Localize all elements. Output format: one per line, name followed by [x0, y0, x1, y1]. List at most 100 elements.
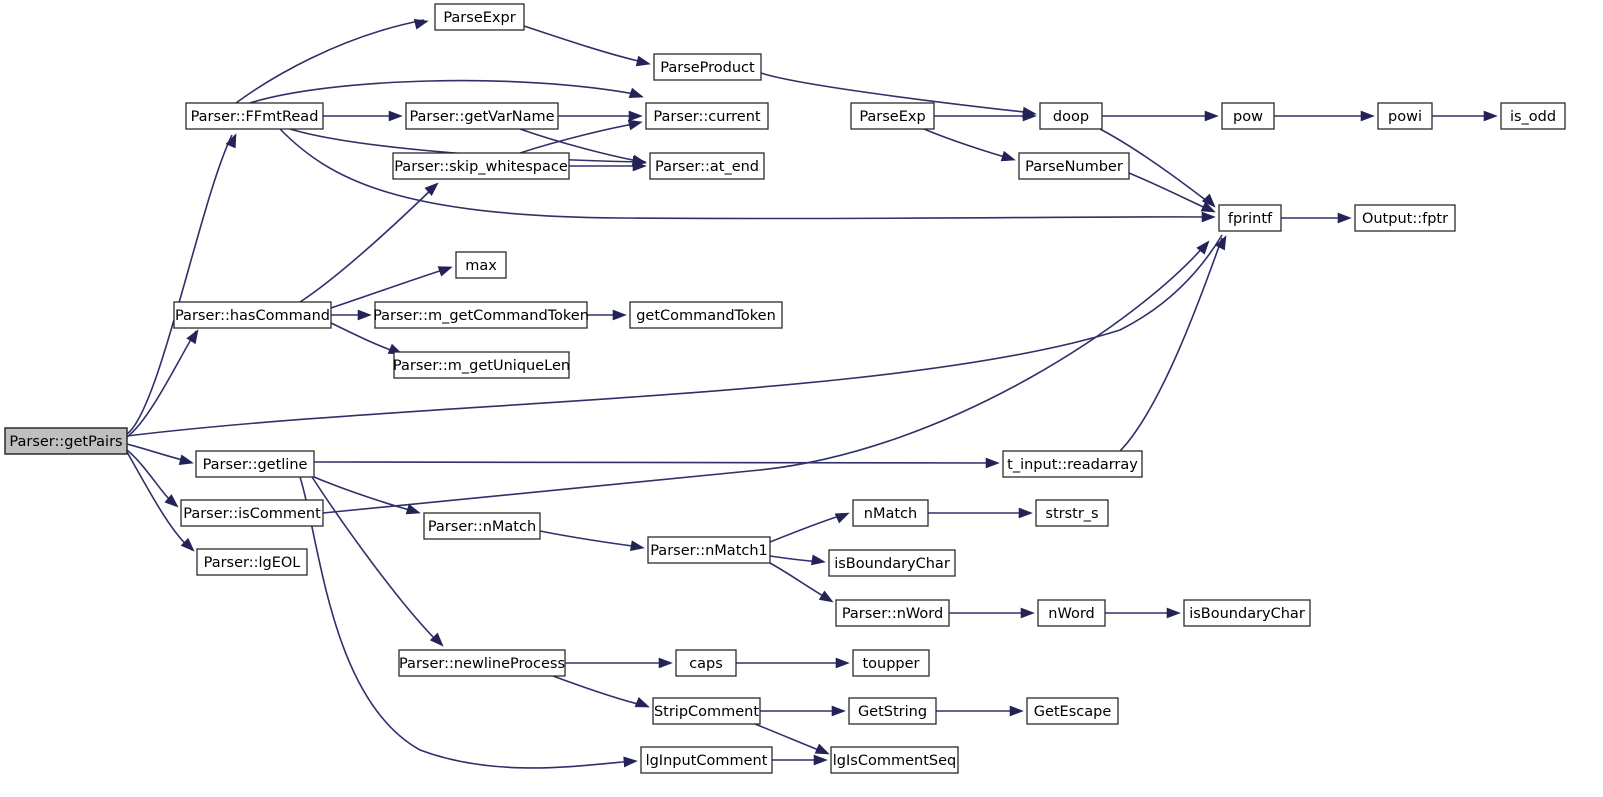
- node-getVarName[interactable]: Parser::getVarName: [405, 102, 559, 130]
- node-box-doop[interactable]: [1039, 102, 1103, 130]
- node-box-powi[interactable]: [1377, 102, 1433, 130]
- call-edge-FFmtRead-to-current: [249, 79, 641, 104]
- node-label-lgIsCommentSeq: lgIsCommentSeq: [833, 753, 956, 769]
- node-GetString[interactable]: GetString: [848, 697, 937, 725]
- node-m_getUniqueLen[interactable]: Parser::m_getUniqueLen: [393, 351, 570, 379]
- call-edge-getPairs-to-FFmtRead: [126, 134, 233, 435]
- node-box-getPairs[interactable]: [4, 427, 128, 455]
- node-box-is_odd[interactable]: [1500, 102, 1566, 130]
- node-powi[interactable]: powi: [1377, 102, 1433, 130]
- node-StripComment[interactable]: StripComment: [652, 697, 761, 725]
- node-label-GetString: GetString: [858, 704, 927, 720]
- node-pow[interactable]: pow: [1221, 102, 1275, 130]
- node-box-lgEOL[interactable]: [196, 548, 308, 576]
- node-getCommandToken[interactable]: getCommandToken: [629, 301, 783, 329]
- node-label-GetEscape: GetEscape: [1034, 704, 1112, 720]
- node-fprintf[interactable]: fprintf: [1218, 204, 1282, 232]
- node-label-strstr_s: strstr_s: [1045, 506, 1098, 522]
- node-box-FFmtRead[interactable]: [185, 102, 324, 130]
- node-box-StripComment[interactable]: [652, 697, 761, 725]
- node-newlineProcess[interactable]: Parser::newlineProcess: [398, 649, 566, 677]
- node-box-isComment[interactable]: [180, 499, 324, 527]
- node-box-m_getCommandToken[interactable]: [374, 301, 588, 329]
- node-box-ParseNumber[interactable]: [1018, 152, 1130, 180]
- node-lgIsCommentSeq[interactable]: lgIsCommentSeq: [830, 746, 959, 774]
- node-nWordG[interactable]: nWord: [1037, 599, 1106, 627]
- node-ParseNumber[interactable]: ParseNumber: [1018, 152, 1130, 180]
- node-box-caps[interactable]: [675, 649, 737, 677]
- node-toupper[interactable]: toupper: [852, 649, 930, 677]
- node-box-ParseExp[interactable]: [850, 102, 935, 130]
- node-current[interactable]: Parser::current: [645, 102, 769, 130]
- node-box-getCommandToken[interactable]: [629, 301, 783, 329]
- node-isComment[interactable]: Parser::isComment: [180, 499, 324, 527]
- node-box-ParseProduct[interactable]: [653, 53, 762, 81]
- node-box-getVarName[interactable]: [405, 102, 559, 130]
- node-label-skip_whitespace: Parser::skip_whitespace: [394, 159, 568, 175]
- call-edge-skip_whitespace-to-current: [519, 122, 640, 154]
- node-isBoundaryChar1[interactable]: isBoundaryChar: [828, 549, 956, 577]
- node-isBoundaryChar2[interactable]: isBoundaryChar: [1183, 599, 1311, 627]
- node-box-max[interactable]: [455, 251, 507, 279]
- arrowhead-getline-lgInputComment: [623, 756, 638, 768]
- node-ParseExpr[interactable]: ParseExpr: [434, 3, 525, 31]
- node-box-getline[interactable]: [195, 450, 315, 478]
- node-ParseExp[interactable]: ParseExp: [850, 102, 935, 130]
- node-box-pow[interactable]: [1221, 102, 1275, 130]
- node-label-at_end: Parser::at_end: [655, 159, 759, 175]
- node-box-GetString[interactable]: [848, 697, 937, 725]
- node-lgInputComment[interactable]: lgInputComment: [640, 746, 773, 774]
- arrowhead-ParseNumber-fprintf: [1200, 201, 1216, 213]
- node-at_end[interactable]: Parser::at_end: [649, 152, 765, 180]
- node-skip_whitespace[interactable]: Parser::skip_whitespace: [392, 152, 570, 180]
- node-box-current[interactable]: [645, 102, 769, 130]
- node-doop[interactable]: doop: [1039, 102, 1103, 130]
- node-label-nMatchG: nMatch: [864, 506, 917, 522]
- node-box-fprintf[interactable]: [1218, 204, 1282, 232]
- node-m_getCommandToken[interactable]: Parser::m_getCommandToken: [373, 301, 589, 329]
- node-ParseProduct[interactable]: ParseProduct: [653, 53, 762, 81]
- node-nMatchG[interactable]: nMatch: [852, 499, 929, 527]
- node-strstr_s[interactable]: strstr_s: [1035, 499, 1109, 527]
- node-box-nMatchG[interactable]: [852, 499, 929, 527]
- node-box-isBoundaryChar2[interactable]: [1183, 599, 1311, 627]
- node-box-skip_whitespace[interactable]: [392, 152, 570, 180]
- node-label-getCommandToken: getCommandToken: [636, 308, 776, 324]
- node-box-nMatch1[interactable]: [647, 536, 771, 564]
- node-box-ParseExpr[interactable]: [434, 3, 525, 31]
- node-FFmtRead[interactable]: Parser::FFmtRead: [185, 102, 324, 130]
- node-box-readarray[interactable]: [1002, 450, 1143, 478]
- node-is_odd[interactable]: is_odd: [1500, 102, 1566, 130]
- node-caps[interactable]: caps: [675, 649, 737, 677]
- node-box-nMatchP[interactable]: [423, 512, 541, 540]
- node-nWordP[interactable]: Parser::nWord: [835, 599, 950, 627]
- node-max[interactable]: max: [455, 251, 507, 279]
- node-box-fptr[interactable]: [1354, 204, 1456, 232]
- node-box-lgIsCommentSeq[interactable]: [830, 746, 959, 774]
- node-GetEscape[interactable]: GetEscape: [1026, 697, 1119, 725]
- node-box-isBoundaryChar1[interactable]: [828, 549, 956, 577]
- node-box-m_getUniqueLen[interactable]: [393, 351, 570, 379]
- node-box-newlineProcess[interactable]: [398, 649, 566, 677]
- arrowhead-skip-whitespace-current: [627, 119, 643, 131]
- node-nMatchP[interactable]: Parser::nMatch: [423, 512, 541, 540]
- node-box-strstr_s[interactable]: [1035, 499, 1109, 527]
- node-box-nWordG[interactable]: [1037, 599, 1106, 627]
- node-label-powi: powi: [1388, 109, 1422, 125]
- node-nMatch1[interactable]: Parser::nMatch1: [647, 536, 771, 564]
- arrowhead-nMatch1-nMatchG: [834, 512, 850, 524]
- node-readarray[interactable]: t_input::readarray: [1002, 450, 1143, 478]
- node-hasCommand[interactable]: Parser::hasCommand: [173, 301, 332, 329]
- call-edge-ParseExpr-to-ParseProduct: [523, 25, 648, 64]
- node-box-nWordP[interactable]: [835, 599, 950, 627]
- node-getline[interactable]: Parser::getline: [195, 450, 315, 478]
- node-label-StripComment: StripComment: [654, 704, 759, 720]
- node-box-hasCommand[interactable]: [173, 301, 332, 329]
- node-box-toupper[interactable]: [852, 649, 930, 677]
- node-box-at_end[interactable]: [649, 152, 765, 180]
- node-box-lgInputComment[interactable]: [640, 746, 773, 774]
- node-lgEOL[interactable]: Parser::lgEOL: [196, 548, 308, 576]
- node-getPairs[interactable]: Parser::getPairs: [4, 427, 128, 455]
- node-fptr[interactable]: Output::fptr: [1354, 204, 1456, 232]
- node-box-GetEscape[interactable]: [1026, 697, 1119, 725]
